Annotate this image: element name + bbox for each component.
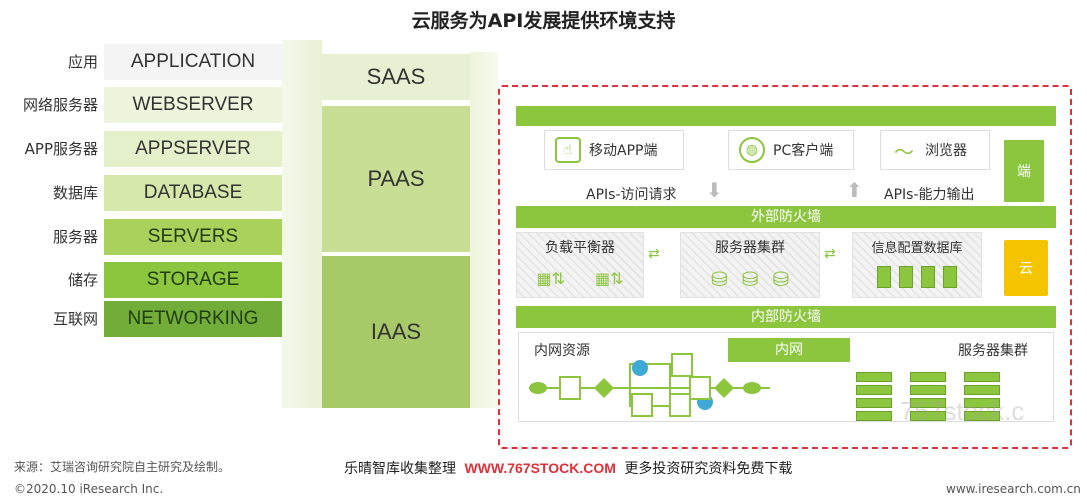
stack-label: 服务器	[52, 228, 98, 246]
stack-layer: WEBSERVER	[104, 87, 282, 123]
mobile-touch-icon: ☝	[555, 137, 581, 163]
client-mobile: ☝ 移动APP端	[544, 130, 684, 170]
stack-layer: STORAGE	[104, 262, 282, 298]
stack-connector	[282, 40, 322, 408]
server-rack-icon	[921, 266, 935, 288]
cloud-cluster-label: 服务器集群	[715, 240, 785, 256]
config-db-label: 信息配置数据库	[871, 241, 963, 256]
rss-icon: 〜	[894, 139, 914, 164]
stack-label: APP服务器	[24, 140, 98, 158]
promo-text-b: 更多投资研究资料免费下载	[624, 461, 793, 477]
site-url[interactable]: www.iresearch.com.cn	[946, 482, 1081, 496]
flow-user-node	[669, 393, 691, 417]
database-cloud-icon: ⛁	[710, 267, 728, 291]
api-environment-panel	[498, 85, 1072, 449]
server-rack-icon	[877, 266, 891, 288]
server-rack-icon	[910, 372, 946, 421]
server-rack-icon	[964, 372, 1000, 421]
client-browser: 〜 浏览器	[880, 130, 990, 170]
client-pc: ◍ PC客户端	[728, 130, 854, 170]
end-tag: 端	[1004, 140, 1044, 202]
external-firewall: 外部防火墙	[516, 206, 1056, 228]
flow-decision-node	[594, 378, 614, 398]
load-balancer-box: 负载平衡器 ▦⇅ ▦⇅	[516, 232, 644, 298]
page-title: 云服务为API发展提供环境支持	[411, 10, 676, 32]
stack-layer: NETWORKING	[104, 301, 282, 337]
globe-icon: ◍	[739, 137, 765, 163]
intranet-cluster-label: 服务器集群	[958, 343, 1028, 359]
saas-box: SAAS	[322, 54, 470, 100]
client-browser-label: 浏览器	[925, 143, 967, 159]
stack-label: 互联网	[52, 310, 98, 328]
copyright: ©2020.10 iResearch Inc.	[14, 482, 164, 496]
up-arrow-icon: ⬆	[846, 178, 863, 202]
flow-end-node	[743, 382, 761, 394]
top-bar	[516, 106, 1056, 126]
flow-user-node	[559, 376, 581, 400]
iaas-label: IAAS	[370, 319, 422, 344]
source-note: 来源：艾瑞咨询研究院自主研究及绘制。	[14, 460, 231, 474]
stack-layer: SERVERS	[104, 219, 282, 255]
iaas-box: IAAS	[322, 256, 470, 408]
paas-label: PAAS	[367, 166, 425, 191]
cloud-cluster-box: 服务器集群 ⛁ ⛁ ⛁	[680, 232, 820, 298]
promo-text-a: 乐晴智库收集整理	[344, 461, 456, 477]
intranet-server-racks	[856, 372, 1000, 421]
server-rack-icon	[856, 372, 892, 421]
server-rack-icon	[943, 266, 957, 288]
client-mobile-label: 移动APP端	[589, 143, 658, 159]
robot-icon	[632, 360, 648, 376]
stack-layer: DATABASE	[104, 175, 282, 211]
internal-firewall: 内部防火墙	[516, 306, 1056, 328]
intranet-tag-label: 内网	[775, 342, 803, 358]
server-rack-icon	[899, 266, 913, 288]
stack-label: 应用	[67, 53, 98, 71]
external-firewall-label: 外部防火墙	[751, 209, 821, 225]
stack-layer: APPLICATION	[104, 44, 282, 80]
config-db-box: 信息配置数据库	[852, 232, 982, 298]
api-request-label: APIs-访问请求	[586, 187, 677, 203]
intranet-resources-label: 内网资源	[534, 343, 590, 359]
bidirectional-arrow-icon: ⇄	[824, 246, 836, 262]
stack-layer: APPSERVER	[104, 131, 282, 167]
flow-start-node	[529, 382, 547, 394]
flow-decision-node	[714, 378, 734, 398]
switch-icon: ▦⇅	[595, 269, 624, 288]
client-pc-label: PC客户端	[773, 143, 834, 159]
down-arrow-icon: ⬇	[706, 178, 723, 202]
promo-link[interactable]: WWW.767STOCK.COM	[464, 460, 616, 476]
watermark: 767stock.c	[900, 396, 1025, 426]
saas-label: SAAS	[366, 64, 426, 89]
flow-user-node	[631, 393, 653, 417]
internal-firewall-label: 内部防火墙	[751, 309, 821, 325]
stack-label: 网络服务器	[22, 96, 98, 114]
stack-label: 储存	[67, 271, 98, 289]
cloud-tag: 云	[1004, 240, 1048, 296]
database-cloud-icon: ⛁	[741, 267, 759, 291]
api-output-label: APIs-能力输出	[884, 187, 975, 203]
paas-box: PAAS	[322, 106, 470, 252]
flow-user-node	[689, 376, 711, 400]
load-balancer-label: 负载平衡器	[545, 240, 615, 256]
model-connector	[470, 52, 498, 408]
bidirectional-arrow-icon: ⇄	[648, 246, 660, 262]
database-cloud-icon: ⛁	[772, 267, 790, 291]
intranet-tag: 内网	[728, 338, 850, 362]
intranet-flow	[529, 353, 770, 417]
stack-label: 数据库	[52, 184, 98, 202]
switch-icon: ▦⇅	[536, 269, 565, 288]
promo-line: 乐晴智库收集整理 WWW.767STOCK.COM 更多投资研究资料免费下载	[344, 458, 792, 478]
flow-user-node	[671, 353, 693, 377]
